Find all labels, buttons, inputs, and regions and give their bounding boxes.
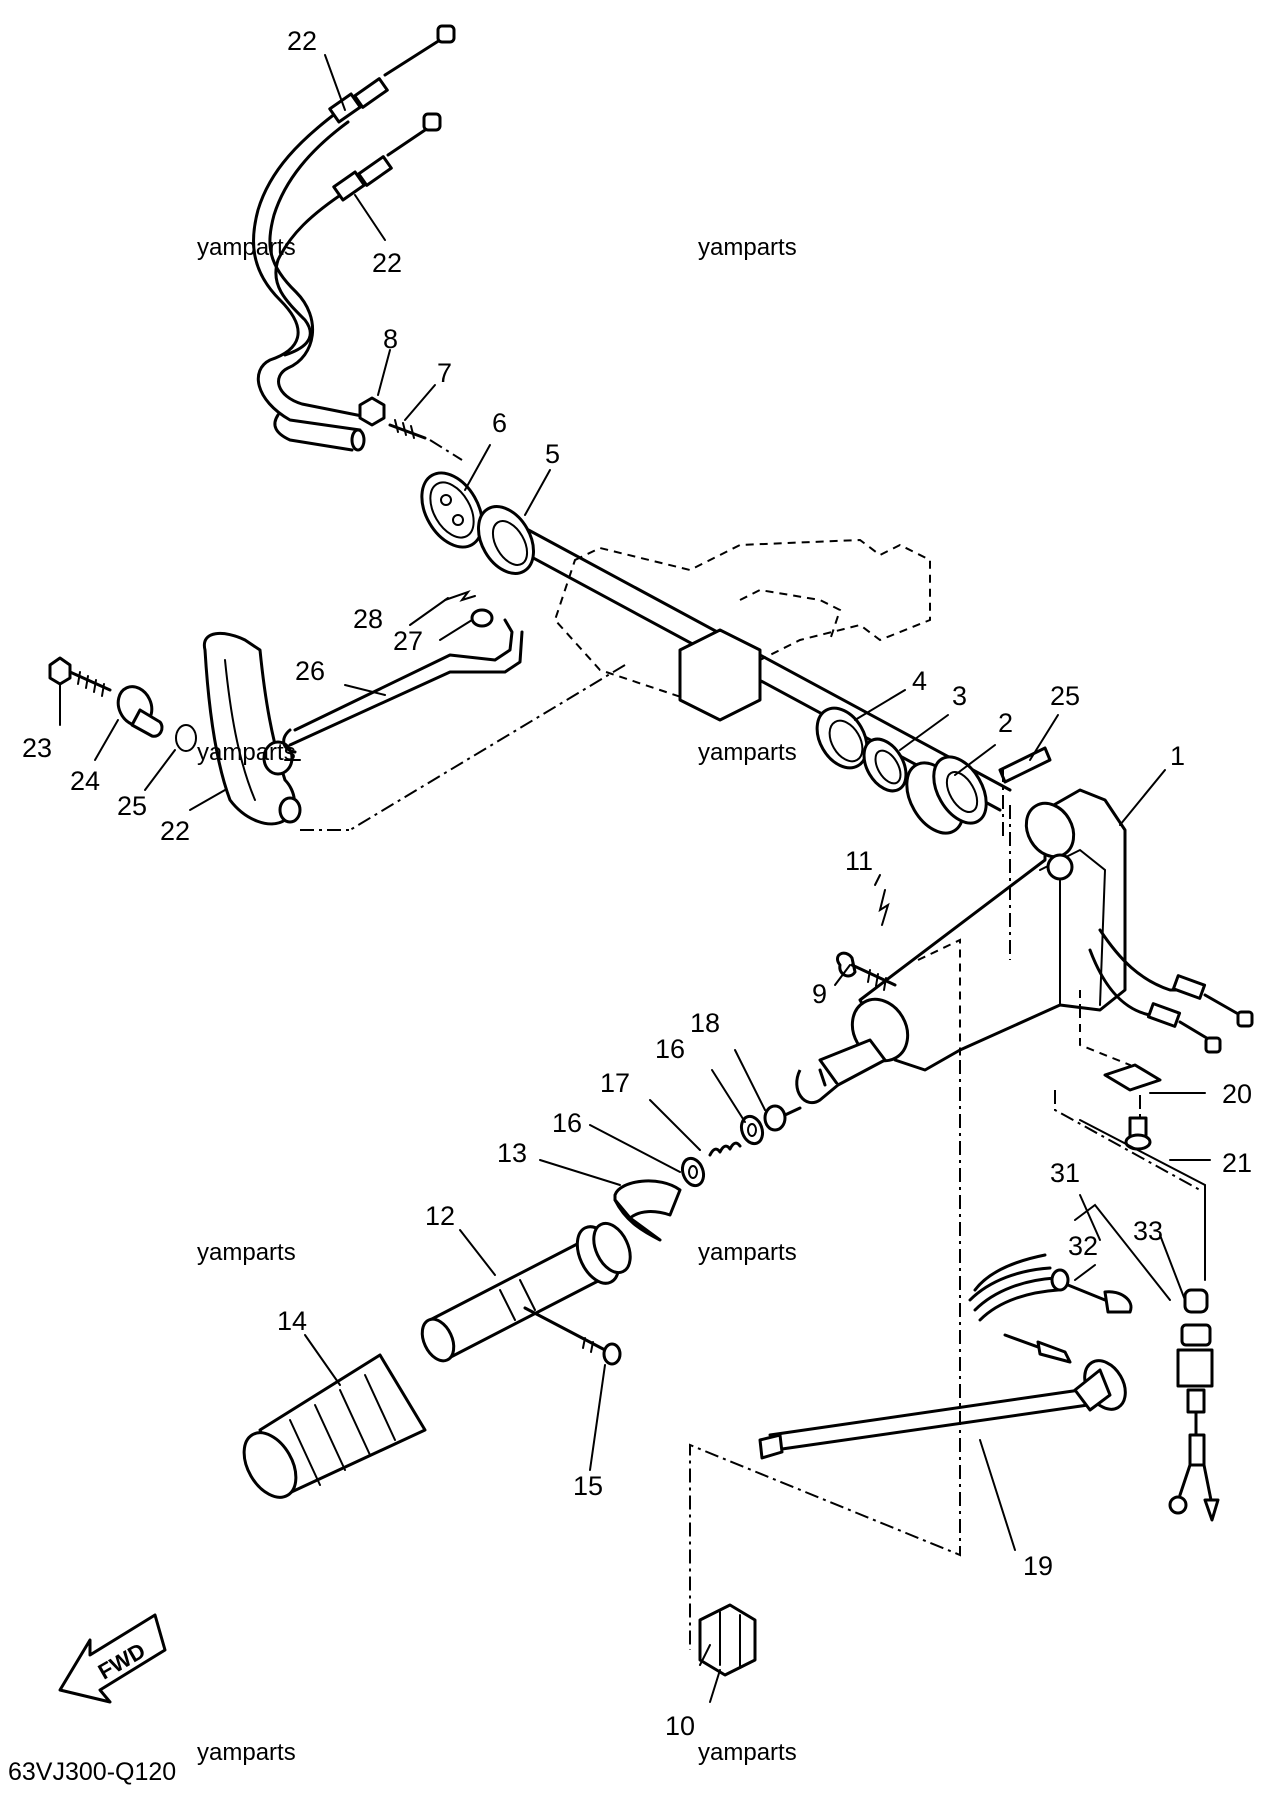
part-3-washer [862, 737, 908, 793]
part-17-spring [708, 1141, 742, 1157]
watermark-6: yamparts [698, 1239, 797, 1266]
callout-2: 2 [998, 708, 1013, 738]
callout-16-lower: 16 [552, 1108, 582, 1138]
callout-22-top: 22 [287, 26, 317, 56]
part-16-washer-b [680, 1156, 706, 1188]
watermark-5: yamparts [197, 1239, 296, 1266]
watermark-2: yamparts [698, 234, 797, 261]
part-15-screw [523, 1306, 622, 1366]
part-25-collar [116, 685, 164, 738]
part-12-throttle-shaft [420, 1221, 632, 1363]
part-27-plate [998, 746, 1052, 784]
callout-31: 31 [1050, 1158, 1080, 1188]
callout-leaders [59, 54, 1211, 1703]
callout-3: 3 [952, 681, 967, 711]
part-23-bracket [202, 631, 302, 826]
callout-20: 20 [1222, 1079, 1252, 1109]
callout-15: 15 [573, 1471, 603, 1501]
callout-numbers: 22 22 8 7 6 5 28 27 26 23 24 25 22 4 3 2… [22, 26, 1252, 1741]
callout-17: 17 [600, 1068, 630, 1098]
part-30-clip [444, 589, 476, 602]
watermarks: yamparts yamparts yamparts yamparts yamp… [197, 234, 797, 1766]
callout-19: 19 [1023, 1551, 1053, 1581]
callout-12: 12 [425, 1201, 455, 1231]
part-18-bolt [763, 1104, 802, 1132]
watermark-3: yamparts [197, 739, 296, 766]
watermark-7: yamparts [197, 1739, 296, 1766]
callout-6: 6 [492, 408, 507, 438]
callout-23: 22 [160, 816, 190, 846]
assembly-lines [300, 664, 1201, 1650]
part-4-washer [815, 706, 869, 770]
callout-33: 33 [1133, 1216, 1163, 1246]
steering-shaft [498, 518, 1012, 812]
callout-1: 1 [1170, 741, 1185, 771]
callout-8: 8 [383, 324, 398, 354]
part-32-spring [968, 1253, 1133, 1364]
diagram-code: 63VJ300-Q120 [8, 1758, 176, 1786]
fwd-arrow-icon: FWD [58, 1613, 167, 1704]
watermark-1: yamparts [197, 234, 296, 261]
part-2-bushing [905, 755, 988, 835]
watermark-8: yamparts [698, 1739, 797, 1766]
callout-18: 18 [690, 1008, 720, 1038]
callout-7: 7 [437, 358, 452, 388]
callout-25: 24 [70, 766, 100, 796]
callout-26: 25 [117, 791, 147, 821]
part-10-link [698, 1603, 757, 1677]
part-19-rod [758, 1359, 1127, 1460]
callout-10: 10 [665, 1711, 695, 1741]
callout-16-upper: 16 [655, 1034, 685, 1064]
callout-11: 11 [845, 846, 873, 876]
part-24-bolt [48, 656, 112, 697]
part-16-washer [739, 1114, 765, 1146]
part-7-8-stud-nut [358, 396, 463, 461]
callout-5: 5 [545, 439, 560, 469]
part-13-bushing [613, 1179, 682, 1242]
callout-13: 13 [497, 1138, 527, 1168]
part-26-clip [175, 724, 197, 752]
callout-28: 26 [295, 656, 325, 686]
callout-27: 25 [1050, 681, 1080, 711]
callout-24: 23 [22, 733, 52, 763]
callout-29: 27 [393, 626, 423, 656]
part-6-plate [420, 471, 484, 549]
callout-32: 32 [1068, 1231, 1098, 1261]
part-31-switch [1074, 1203, 1220, 1522]
part-1-steering-handle [795, 768, 1127, 1105]
throttle-cables [252, 24, 456, 452]
part-5-seal [477, 505, 535, 575]
part-9-11-pin-bolt [836, 889, 897, 991]
part-29-washer [470, 608, 494, 628]
part-33-cap [1079, 1119, 1206, 1281]
part-28-rod [282, 618, 524, 754]
handle-cables [1088, 928, 1254, 1054]
callout-14: 14 [277, 1306, 307, 1336]
callout-22-bottom: 22 [372, 248, 402, 278]
part-14-grip [242, 1353, 427, 1499]
callout-21: 21 [1222, 1148, 1252, 1178]
callout-30: 28 [353, 604, 383, 634]
callout-9: 9 [812, 979, 827, 1009]
watermark-4: yamparts [698, 739, 797, 766]
callout-4: 4 [912, 666, 927, 696]
part-20-21-plate-bolt [1079, 1010, 1162, 1151]
